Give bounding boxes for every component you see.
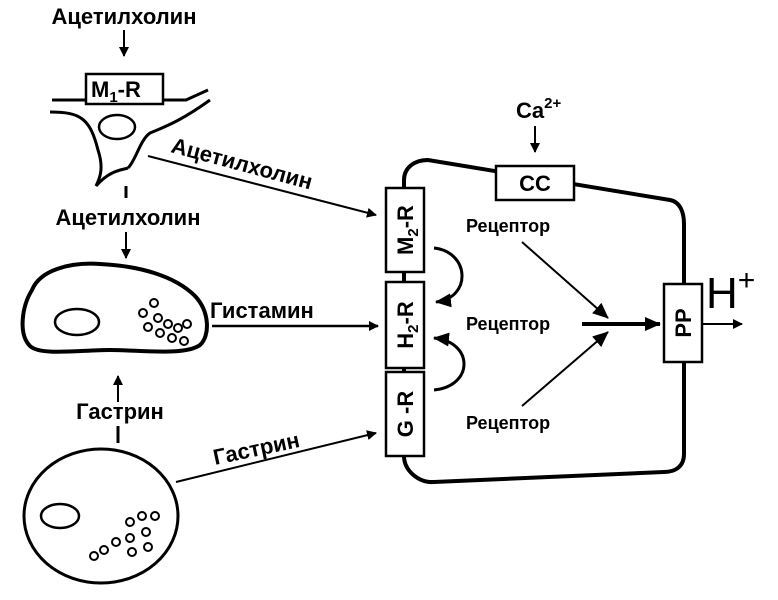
receptor-label-1: Рецептор: [466, 216, 550, 236]
svg-text:G -R: G -R: [393, 391, 418, 438]
gastrin-receptor: G -R: [384, 370, 426, 458]
gastrin-diag-label: Гастрин: [211, 427, 302, 470]
acetylcholine-top-label: Ацетилхолин: [52, 4, 197, 29]
g-cell: [22, 447, 180, 585]
calcium-channel: CC: [494, 164, 576, 202]
calcium-label: Ca2+: [516, 95, 561, 123]
neuron-cell: [49, 88, 211, 187]
svg-text:M2-R: M2-R: [393, 205, 422, 255]
gastrin-to-gr-arrow: [175, 430, 377, 483]
receptor-label-2: Рецептор: [466, 314, 550, 334]
histamine-label: Гистамин: [210, 298, 314, 323]
receptor-3-arrow: [521, 331, 609, 407]
m1-receptor: M1-R: [84, 72, 165, 106]
neuron-nucleus: [97, 113, 137, 141]
parietal-cell: [402, 157, 686, 485]
ecl-cell: [20, 261, 209, 354]
m2-h2-curved-arrow: [433, 246, 464, 308]
gastrin-left-label: Гастрин: [76, 399, 164, 424]
m2-receptor: M2-R: [384, 186, 426, 274]
g-cell-granules: [89, 511, 160, 561]
svg-text:CC: CC: [519, 171, 551, 196]
acetylcholine-mid-label: Ацетилхолин: [56, 205, 201, 230]
ecl-granules: [138, 298, 192, 346]
acetylcholine-to-m2-arrow: [147, 155, 377, 218]
receptor-1-arrow: [521, 241, 609, 319]
acetylcholine-diag-label: Ацетилхолин: [169, 133, 316, 195]
svg-text:PP: PP: [671, 308, 696, 337]
proton-label: H+: [706, 264, 755, 318]
receptor-label-3: Рецептор: [466, 413, 550, 433]
proton-pump: PP: [662, 282, 704, 364]
gr-h2-curved-arrow: [433, 332, 466, 392]
svg-text:H2-R: H2-R: [393, 301, 422, 349]
svg-text:M1-R: M1-R: [91, 77, 141, 106]
h2-receptor: H2-R: [384, 280, 426, 370]
